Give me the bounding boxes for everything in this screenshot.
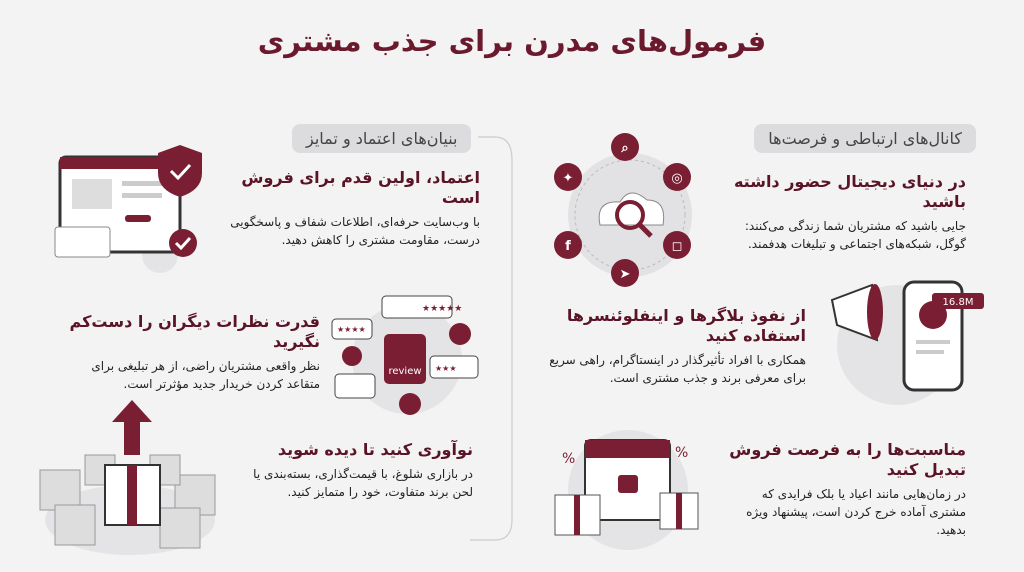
item-body: در بازاری شلوغ، با قیمت‌گذاری، بسته‌بندی… — [253, 467, 473, 499]
svg-text:%: % — [562, 451, 575, 467]
item-body: همکاری با افراد تأثیرگذار در اینستاگرام،… — [549, 353, 806, 385]
left-item-innovation: نوآوری کنید تا دیده شوید در بازاری شلوغ،… — [238, 440, 473, 501]
svg-text:%: % — [675, 445, 688, 461]
item-body: با وب‌سایت حرفه‌ای، اطلاعات شفاف و پاسخگ… — [230, 215, 480, 247]
svg-text:◻: ◻ — [672, 239, 683, 254]
right-item-influencers: از نفوذ بلاگرها و اینفلوئنسرها استفاده ک… — [528, 306, 806, 387]
standout-box-icon — [39, 400, 216, 555]
megaphone-phone-icon: 16.8M — [830, 280, 984, 405]
right-column-header: کانال‌های ارتباطی و فرصت‌ها — [754, 124, 976, 153]
svg-text:✦: ✦ — [563, 171, 574, 186]
review-badge: review — [388, 366, 421, 377]
left-item-reviews: قدرت نظرات دیگران را دست‌کم نگیرید نظر و… — [58, 312, 320, 393]
item-heading: اعتماد، اولین قدم برای فروش است — [241, 168, 480, 207]
svg-text:★★★: ★★★ — [435, 364, 457, 373]
right-item-digital: در دنیای دیجیتال حضور داشته باشید جایی ب… — [716, 172, 966, 253]
item-body: نظر واقعی مشتریان راضی، از هر تبلیغی برا… — [91, 359, 320, 391]
calendar-gift-icon: %% — [554, 430, 699, 550]
item-body: در زمان‌هایی مانند اعیاد یا بلک فرایدی ک… — [746, 487, 966, 537]
item-heading: از نفوذ بلاگرها و اینفلوئنسرها استفاده ک… — [566, 306, 806, 345]
item-heading: در دنیای دیجیتال حضور داشته باشید — [733, 172, 966, 211]
page-title: فرمول‌های مدرن برای جذب مشتری — [257, 24, 767, 58]
item-body: جایی باشید که مشتریان شما زندگی می‌کنند:… — [744, 219, 966, 251]
social-network-cloud-icon: f ⌕ ◎ ◻ ➤ ✦ — [554, 133, 692, 287]
svg-text:⌕: ⌕ — [620, 141, 628, 156]
svg-text:★★★★: ★★★★ — [337, 325, 366, 334]
left-item-trust: اعتماد، اولین قدم برای فروش است با وب‌سا… — [228, 168, 480, 249]
svg-text:f: f — [565, 239, 571, 254]
right-item-occasions: مناسبت‌ها را به فرصت فروش تبدیل کنید در … — [726, 440, 966, 539]
svg-text:➤: ➤ — [620, 267, 631, 282]
follower-badge: 16.8M — [943, 297, 974, 308]
website-shield-icon — [54, 145, 202, 273]
left-column-header: بنیان‌های اعتماد و تمایز — [292, 124, 472, 153]
item-heading: قدرت نظرات دیگران را دست‌کم نگیرید — [69, 312, 320, 351]
svg-text:★★★★★: ★★★★★ — [422, 304, 462, 314]
item-heading: نوآوری کنید تا دیده شوید — [277, 440, 473, 459]
svg-text:◎: ◎ — [671, 171, 682, 186]
item-heading: مناسبت‌ها را به فرصت فروش تبدیل کنید — [729, 440, 966, 479]
review-icon: ★★★★★ ★★★★ review ★★★ — [331, 295, 479, 415]
